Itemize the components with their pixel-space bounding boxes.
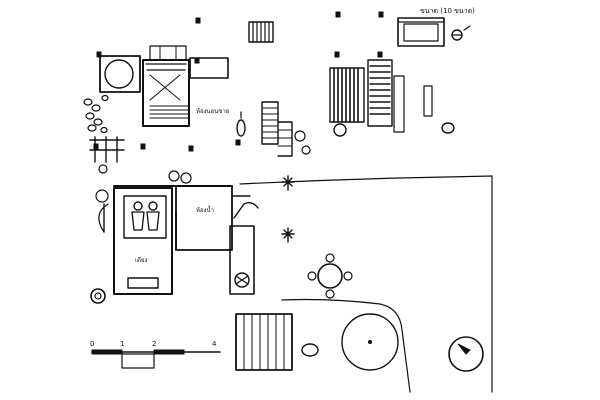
bottom-left-pot [90, 288, 106, 304]
scale-bar: 0 1 2 4 [90, 340, 221, 369]
small-circle [448, 336, 484, 372]
bed-label: เตียง [135, 256, 147, 264]
column-dots-top [93, 11, 384, 152]
top-right-bed [397, 17, 471, 47]
bathroom [175, 185, 259, 295]
scale-tick-4: 4 [212, 340, 217, 348]
room-label: ห้องน้ำ [196, 204, 214, 214]
main-bedroom [98, 185, 233, 295]
upper-left-bed-group [99, 45, 229, 127]
stepping-stones [83, 94, 109, 134]
courtyard-outline [239, 175, 493, 393]
top-right-note: ขนาด (10 ขนาด) [420, 7, 475, 15]
left-fence [89, 136, 125, 174]
deck-square [235, 313, 319, 371]
shrubs-center [95, 170, 192, 203]
round-table [307, 253, 353, 299]
scale-tick-2: 2 [152, 340, 156, 348]
scale-tick-1: 1 [120, 340, 124, 348]
top-ladder [248, 21, 274, 43]
upper-note: ห้องนอนชาย [196, 108, 229, 115]
flower-icons [281, 175, 295, 243]
upper-right-shelves [329, 59, 455, 137]
scale-tick-0: 0 [90, 340, 94, 348]
big-circle [341, 313, 399, 371]
center-stair [236, 101, 311, 157]
